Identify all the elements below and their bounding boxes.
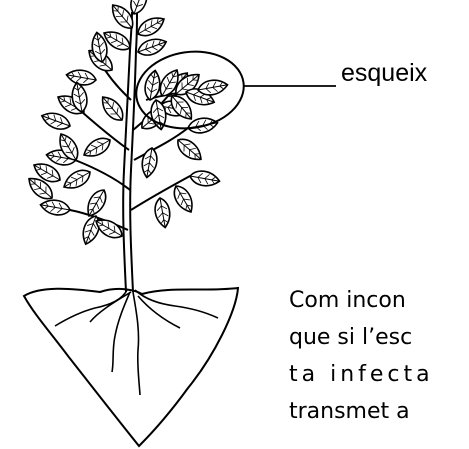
caption-line-1: Com incon — [289, 288, 406, 313]
soil-cone — [22, 286, 240, 448]
cutting-highlight-ellipse — [135, 50, 245, 130]
caption-line-3: ta infecta — [289, 362, 434, 387]
caption-line-2: que si l’esc — [289, 325, 413, 350]
caption-line-4: transmet a — [289, 399, 410, 424]
cutting-branch — [142, 65, 230, 132]
cutting-label: esqueix — [341, 59, 428, 87]
roots — [54, 289, 219, 396]
caption-text: Com incon que si l’esc ta infecta transm… — [289, 282, 469, 449]
